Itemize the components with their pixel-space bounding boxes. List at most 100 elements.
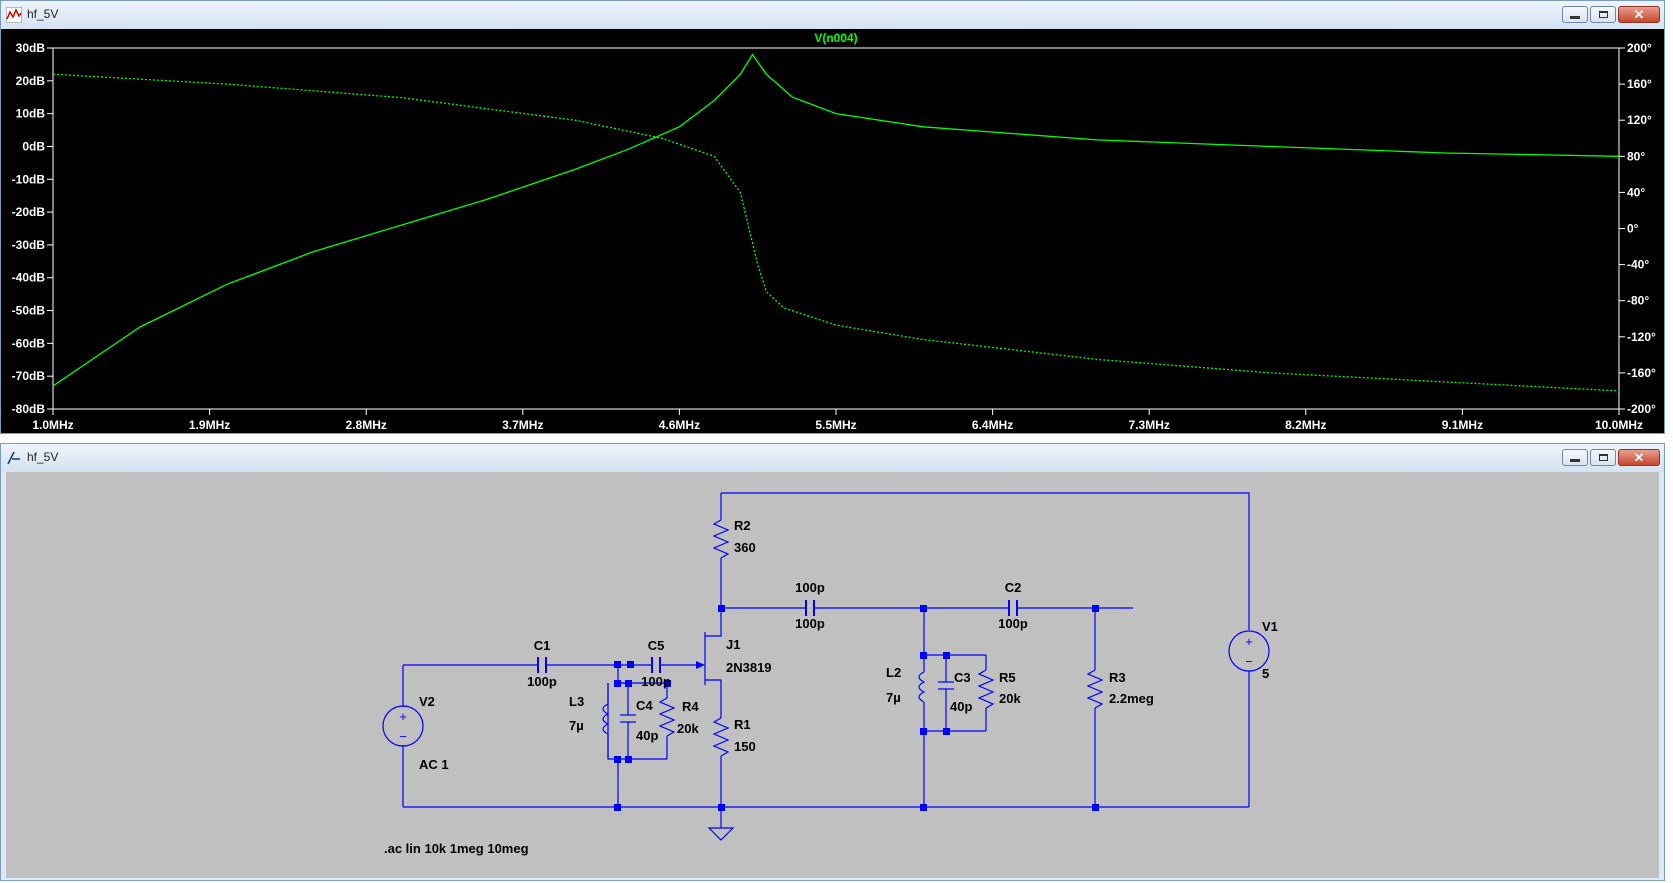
y-left-tick-label: -20dB <box>12 205 46 219</box>
y-right-tick-label: 40° <box>1627 185 1645 199</box>
maximize-icon <box>1598 11 1608 18</box>
schematic-minimize-button[interactable] <box>1562 449 1588 466</box>
l2-value[interactable]: 7µ <box>886 690 901 705</box>
x-tick-label: 2.8MHz <box>346 418 387 432</box>
schematic-close-button[interactable]: ✕ <box>1618 449 1660 466</box>
schematic-window-title: hf_5V <box>27 450 59 464</box>
y-right-tick-label: 0° <box>1627 222 1639 236</box>
x-tick-label: 3.7MHz <box>502 418 543 432</box>
schematic-svg[interactable]: + − + − <box>6 472 1659 878</box>
minimize-icon <box>1570 16 1580 19</box>
r5-name[interactable]: R5 <box>999 670 1016 685</box>
l2-name[interactable]: L2 <box>886 665 901 680</box>
y-left-tick-label: 10dB <box>16 107 46 121</box>
schematic-canvas[interactable]: + − + − <box>6 472 1659 878</box>
y-left-tick-label: 0dB <box>22 139 45 153</box>
c2-name[interactable]: C2 <box>1005 580 1022 595</box>
v1-value[interactable]: 5 <box>1262 666 1269 681</box>
r4-value[interactable]: 20k <box>677 721 699 736</box>
j1-value[interactable]: 2N3819 <box>726 660 772 675</box>
c1-name[interactable]: C1 <box>534 638 551 653</box>
schematic-icon <box>7 451 20 465</box>
schematic-titlebar[interactable]: hf_5V ✕ <box>1 444 1664 472</box>
c3-value[interactable]: 40p <box>950 699 972 714</box>
r2-value[interactable]: 360 <box>734 540 756 555</box>
y-right-tick-label: -40° <box>1627 258 1649 272</box>
schematic-window: hf_5V ✕ <box>0 443 1665 881</box>
r1-name[interactable]: R1 <box>734 717 751 732</box>
plot-minimize-button[interactable] <box>1562 6 1588 23</box>
close-icon: ✕ <box>1633 7 1645 22</box>
schematic-maximize-button[interactable] <box>1590 449 1616 466</box>
y-right-tick-label: 200° <box>1627 41 1652 55</box>
jfet-gate-arrow <box>696 661 705 669</box>
r5-value[interactable]: 20k <box>999 691 1021 706</box>
x-tick-label: 6.4MHz <box>972 418 1013 432</box>
x-tick-label: 7.3MHz <box>1129 418 1170 432</box>
y-left-tick-label: -70dB <box>12 369 46 383</box>
plot-frame <box>52 47 1620 410</box>
y-right-tick-label: -160° <box>1627 366 1656 380</box>
v1-name[interactable]: V1 <box>1262 619 1278 634</box>
y-right-tick-label: 160° <box>1627 77 1652 91</box>
y-left-tick-label: -40dB <box>12 271 46 285</box>
y-left-tick-label: -60dB <box>12 336 46 350</box>
coupling-cap-name[interactable]: 100p <box>795 580 825 595</box>
l3-value[interactable]: 7µ <box>569 718 584 733</box>
y-right-tick-label: -80° <box>1627 294 1649 308</box>
r3-name[interactable]: R3 <box>1109 670 1126 685</box>
magnitude-trace[interactable] <box>52 53 1620 387</box>
r4-name[interactable]: R4 <box>682 699 699 714</box>
x-tick-label: 10.0MHz <box>1595 418 1643 432</box>
j1-name[interactable]: J1 <box>726 637 740 652</box>
ac-directive[interactable]: .ac lin 10k 1meg 10meg <box>384 841 529 856</box>
y-left-tick-label: -10dB <box>12 172 46 186</box>
phase-trace[interactable] <box>52 73 1620 392</box>
l3-name[interactable]: L3 <box>569 694 584 709</box>
plot-close-button[interactable]: ✕ <box>1618 6 1660 23</box>
y-right-tick-label: 80° <box>1627 149 1645 163</box>
wires <box>402 492 1250 828</box>
junction-dots <box>614 605 1099 811</box>
y-left-tick-label: -30dB <box>12 238 46 252</box>
x-tick-label: 9.1MHz <box>1442 418 1483 432</box>
plot-titlebar[interactable]: hf_5V ✕ <box>1 1 1664 29</box>
y-right-tick-label: -200° <box>1627 402 1656 416</box>
c4-value[interactable]: 40p <box>636 728 658 743</box>
trace-label[interactable]: V(n004) <box>814 31 857 45</box>
plot-maximize-button[interactable] <box>1590 6 1616 23</box>
r1-value[interactable]: 150 <box>734 739 756 754</box>
y-left-tick-label: 30dB <box>16 41 46 55</box>
c3-name[interactable]: C3 <box>954 670 971 685</box>
c1-value[interactable]: 100p <box>527 674 557 689</box>
svg-text:−: − <box>1245 654 1253 669</box>
v2-name[interactable]: V2 <box>419 694 435 709</box>
svg-text:+: + <box>399 709 407 724</box>
r2-name[interactable]: R2 <box>734 518 751 533</box>
x-tick-label: 8.2MHz <box>1285 418 1326 432</box>
x-tick-label: 5.5MHz <box>815 418 856 432</box>
x-tick-label: 1.9MHz <box>189 418 230 432</box>
close-icon: ✕ <box>1633 450 1645 465</box>
c5-value[interactable]: 100p <box>641 674 671 689</box>
c5-name[interactable]: C5 <box>648 638 665 653</box>
r3-value[interactable]: 2.2meg <box>1109 691 1154 706</box>
x-tick-label: 4.6MHz <box>659 418 700 432</box>
svg-text:+: + <box>1245 634 1253 649</box>
waveform-icon <box>6 7 22 23</box>
y-right-tick-label: 120° <box>1627 113 1652 127</box>
y-right-tick-label: -120° <box>1627 330 1656 344</box>
v1-source[interactable]: + − <box>1228 630 1270 672</box>
c4-name[interactable]: C4 <box>636 698 653 713</box>
coupling-cap-value[interactable]: 100p <box>795 616 825 631</box>
c2-value[interactable]: 100p <box>998 616 1028 631</box>
svg-text:−: − <box>399 729 407 744</box>
v2-source[interactable]: + − <box>382 705 424 747</box>
maximize-icon <box>1598 454 1608 461</box>
y-left-tick-label: 20dB <box>16 74 46 88</box>
v2-value[interactable]: AC 1 <box>419 757 449 772</box>
ground-icon <box>707 827 735 841</box>
